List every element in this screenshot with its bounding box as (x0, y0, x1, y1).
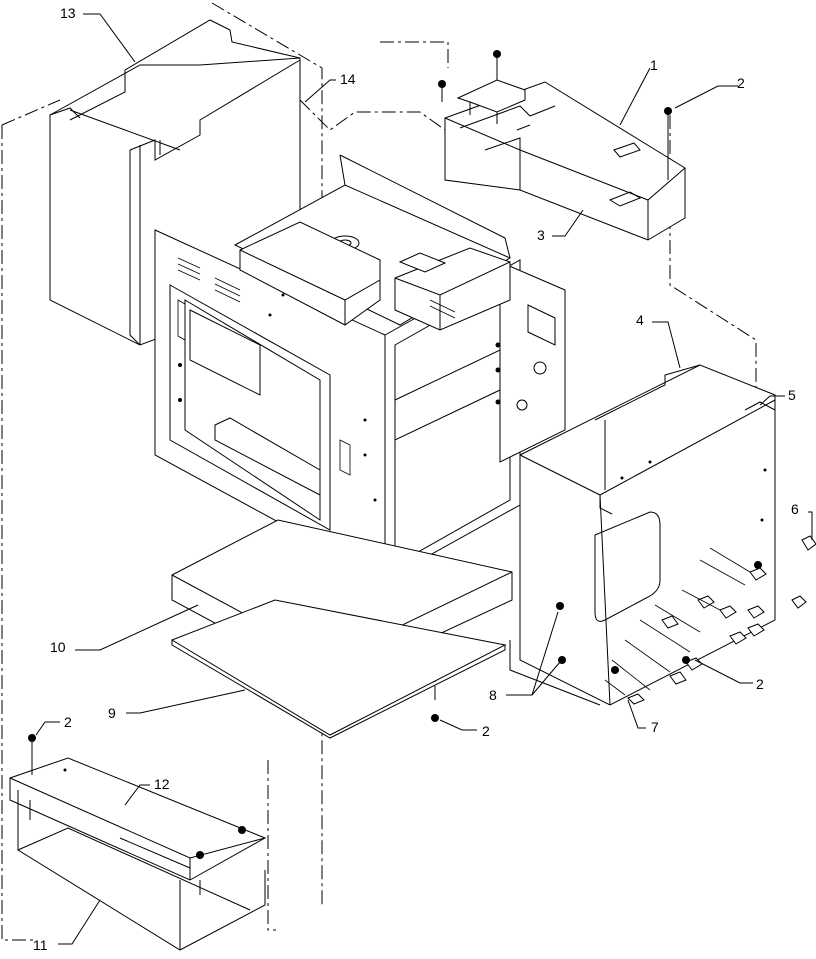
part-label-8: 8 (489, 687, 497, 703)
part-label-2: 2 (64, 714, 72, 730)
part-label-6: 6 (791, 501, 799, 517)
right-side-insulation (509, 364, 776, 706)
oven-frame (154, 154, 566, 581)
screws-top (438, 50, 672, 180)
part-label-2: 2 (482, 723, 490, 739)
part-label-4: 4 (636, 312, 644, 328)
part-labels: 1 2 3 4 5 6 2 7 8 2 10 9 2 12 11 13 14 (33, 5, 799, 953)
screw-bottom (431, 714, 439, 722)
leader-lines (35, 13, 813, 945)
part-label-2: 2 (737, 75, 745, 91)
part-label-5: 5 (788, 387, 796, 403)
lower-front-panel (9, 757, 267, 951)
part-label-11: 11 (33, 937, 48, 953)
screws-right (556, 561, 762, 674)
part-label-13: 13 (60, 5, 76, 21)
part-label-3: 3 (537, 227, 545, 243)
part-label-10: 10 (50, 639, 66, 655)
part-label-2: 2 (756, 676, 764, 692)
part-label-7: 7 (651, 719, 659, 735)
control-box (239, 221, 511, 331)
screw-lower-left (28, 734, 36, 775)
part-label-12: 12 (154, 776, 170, 792)
part-label-9: 9 (108, 705, 116, 721)
part-label-1: 1 (650, 57, 658, 73)
top-insulation (444, 79, 686, 241)
part-label-14: 14 (340, 71, 356, 87)
bottom-plate (170, 599, 507, 739)
